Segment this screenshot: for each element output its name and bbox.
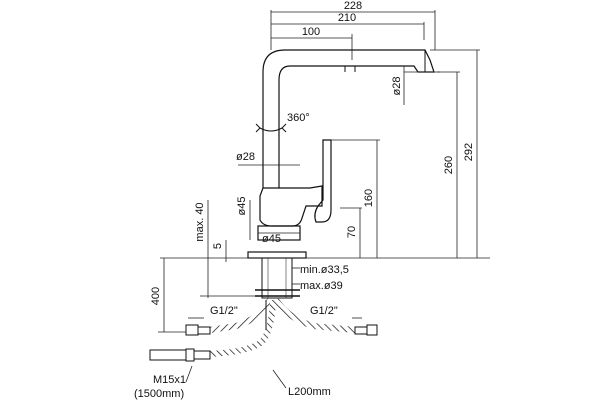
dim-base-diameter: ø45	[236, 197, 248, 216]
hose-length-label: L200mm	[288, 386, 331, 398]
dim-base-height: 70	[346, 226, 358, 238]
supply-hoses	[209, 298, 356, 357]
dimension-lines	[158, 10, 490, 389]
dim-rotation: 360°	[287, 112, 310, 124]
dim-max-hole: max.ø39	[300, 280, 343, 292]
connection-labels: G1/2" G1/2" M15x1 (1500mm) L200mm	[134, 305, 338, 400]
dim-hose-drop: 400	[150, 287, 162, 305]
dim-body-diameter: ø28	[236, 151, 255, 163]
dim-overall-reach: 228	[344, 0, 362, 12]
hose-fittings	[149, 324, 378, 362]
dim-spout-offset: 100	[302, 26, 320, 38]
dim-min-hole: min.ø33,5	[300, 264, 349, 276]
left-thread-label: G1/2"	[210, 305, 238, 317]
dim-outlet-diameter: ø28	[391, 77, 403, 96]
dim-flange-diameter: ø45	[262, 233, 281, 245]
dim-height-outlet: 260	[443, 156, 455, 174]
shower-length-label: (1500mm)	[134, 388, 184, 400]
faucet-body	[247, 49, 435, 299]
dim-deck-gap: 5	[212, 243, 224, 249]
dim-spout-reach: 210	[338, 12, 356, 24]
dim-lever-height: 160	[363, 189, 375, 207]
right-thread-label: G1/2"	[310, 305, 338, 317]
dim-height-total: 292	[463, 143, 475, 161]
shower-thread-label: M15x1	[153, 374, 186, 386]
dimension-labels: 228 210 100 ø28 360° ø28 ø45 ø45 260 292…	[150, 0, 475, 305]
dim-max-deck: max. 40	[194, 202, 206, 241]
